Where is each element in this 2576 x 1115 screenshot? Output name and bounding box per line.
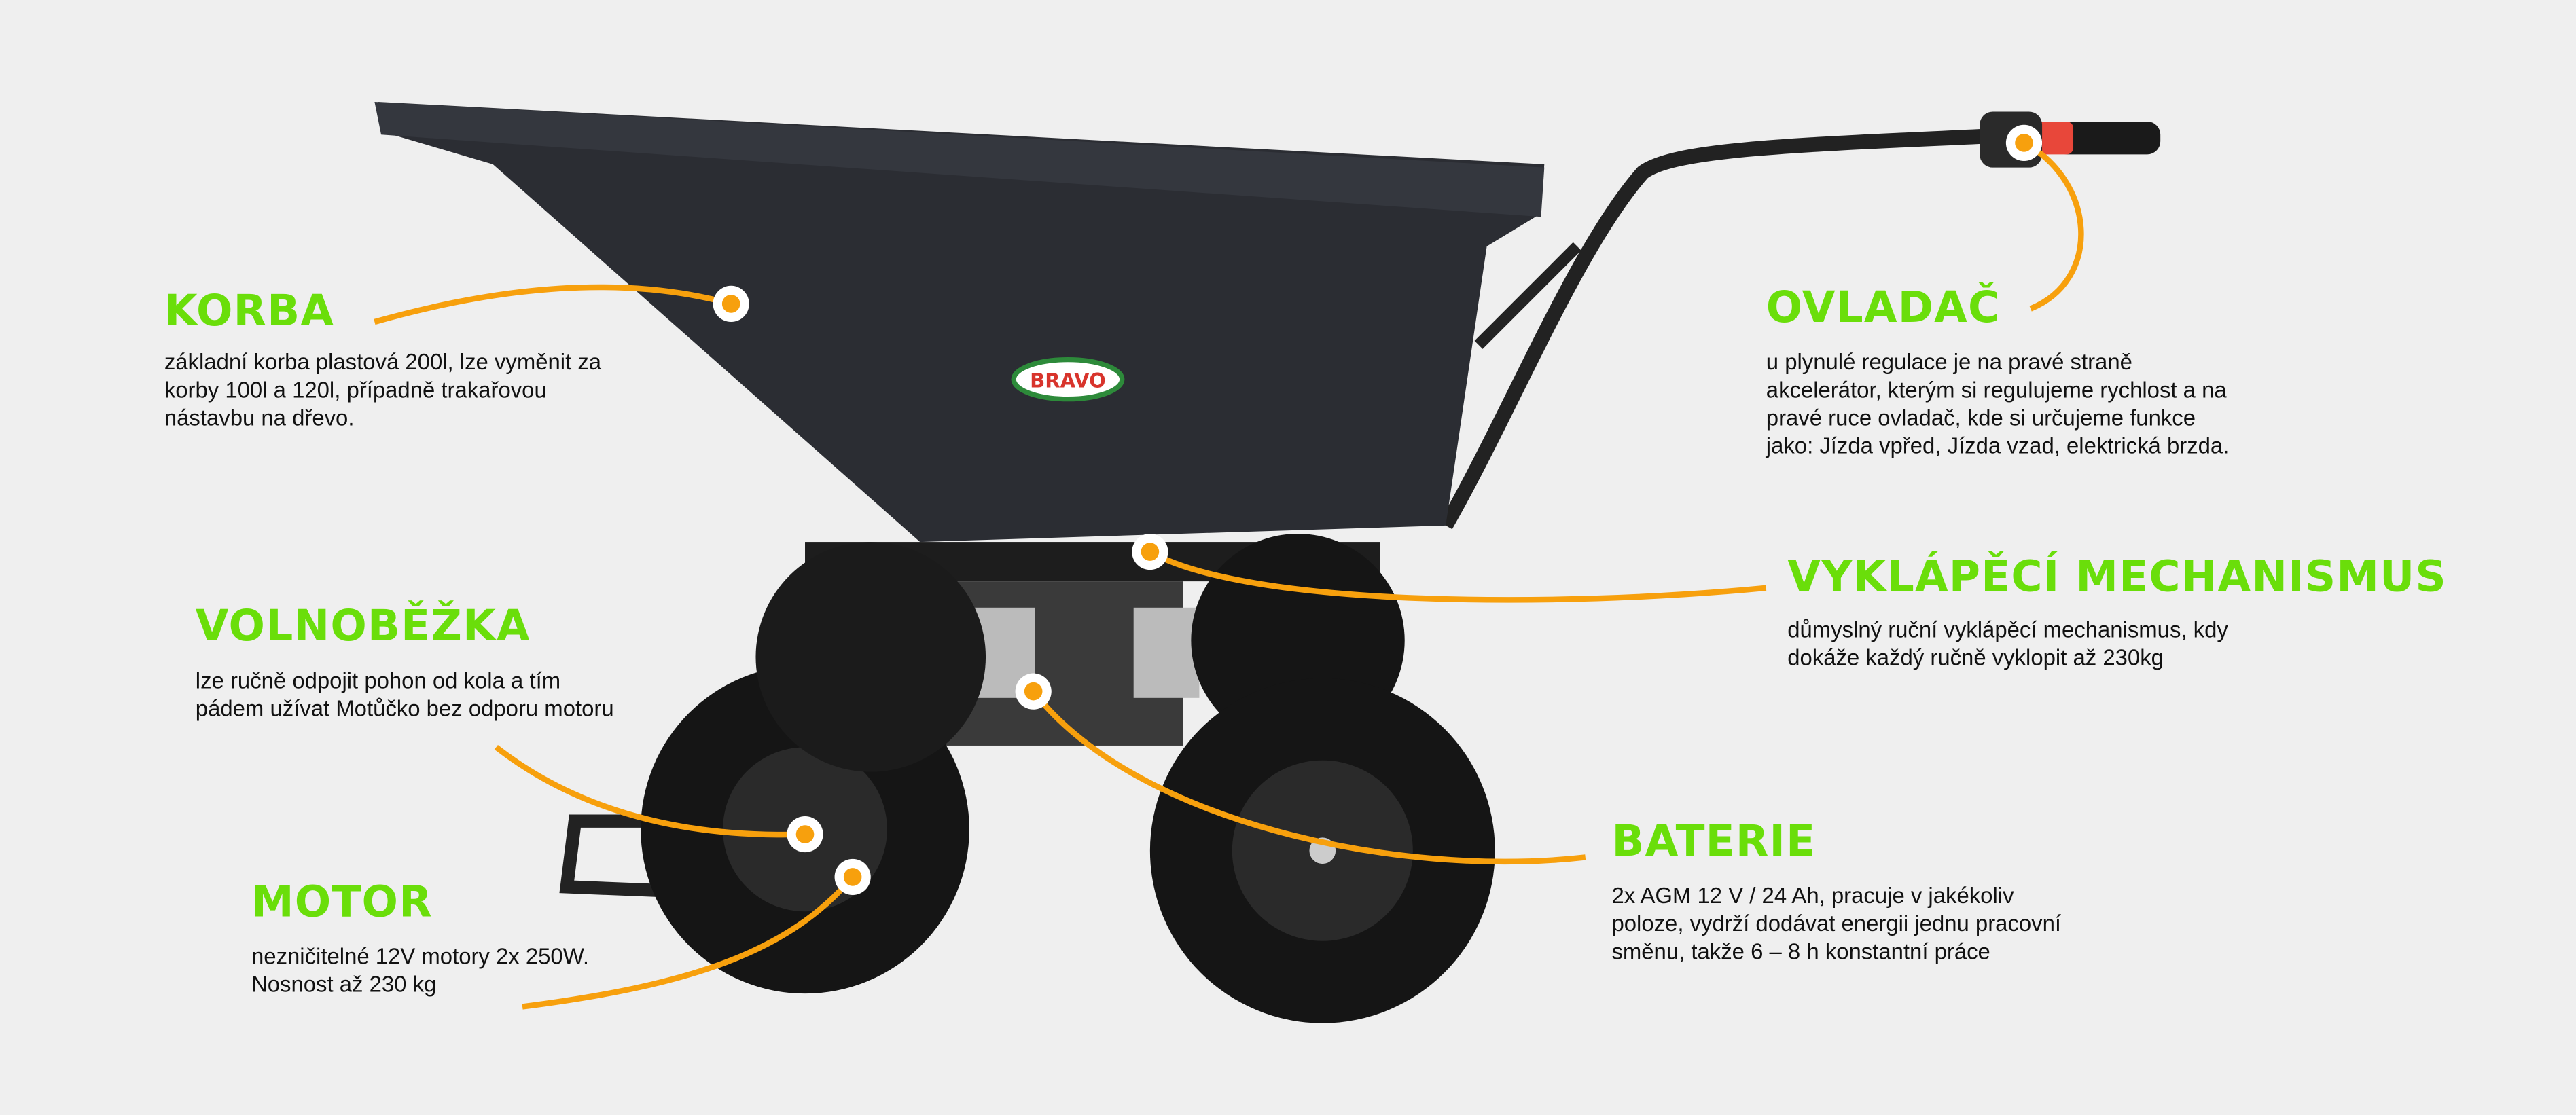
callout-lines: [374, 140, 2084, 1010]
callout-dot-motor: [834, 858, 871, 896]
callout-dot-vyklapeci: [1132, 533, 1168, 570]
vyklapeci-title: VYKLÁPĚCÍ MECHANISMUS: [1787, 553, 2447, 603]
callout-dot-ovladac: [2005, 124, 2043, 162]
vyklapeci-description: důmyslný ruční vyklápěcí mechanismus, kd…: [1787, 617, 2228, 670]
motor-title: MOTOR: [251, 878, 433, 928]
korba-description: základní korba plastová 200l, lze vyměni…: [164, 350, 602, 431]
bravo-logo-text: BRAVO: [1030, 369, 1106, 392]
volnobezka-description: lze ručně odpojit pohon od kola a tím pá…: [195, 668, 614, 721]
volnobezka-title: VOLNOBĚŽKA: [195, 602, 531, 653]
tub: [378, 101, 1545, 543]
handle-bar: [1439, 127, 2022, 530]
bravo-logo: [1011, 357, 1125, 402]
ovladac-description: u plynulé regulace je na pravé straně ak…: [1766, 350, 2230, 458]
baterie-title: BATERIE: [1611, 818, 1817, 867]
callout-dot-korba: [713, 285, 749, 323]
wheel-front-left: [755, 542, 986, 772]
callout-dot-baterie: [1015, 673, 1052, 710]
baterie-description: 2x AGM 12 V / 24 Ah, pracuje v jakékoliv…: [1611, 883, 2062, 964]
korba-title: KORBA: [164, 287, 335, 337]
wheel-front-right: [1149, 678, 1495, 1023]
handle-grip: [2054, 121, 2161, 155]
motor-description: nezničitelné 12V motory 2x 250W. Nosnost…: [251, 944, 590, 997]
ovladac-title: OVLADAČ: [1766, 284, 2001, 333]
throttle-icon: [2037, 121, 2074, 155]
callout-dots: [713, 124, 2043, 896]
callout-dot-volnobezka: [787, 816, 823, 853]
